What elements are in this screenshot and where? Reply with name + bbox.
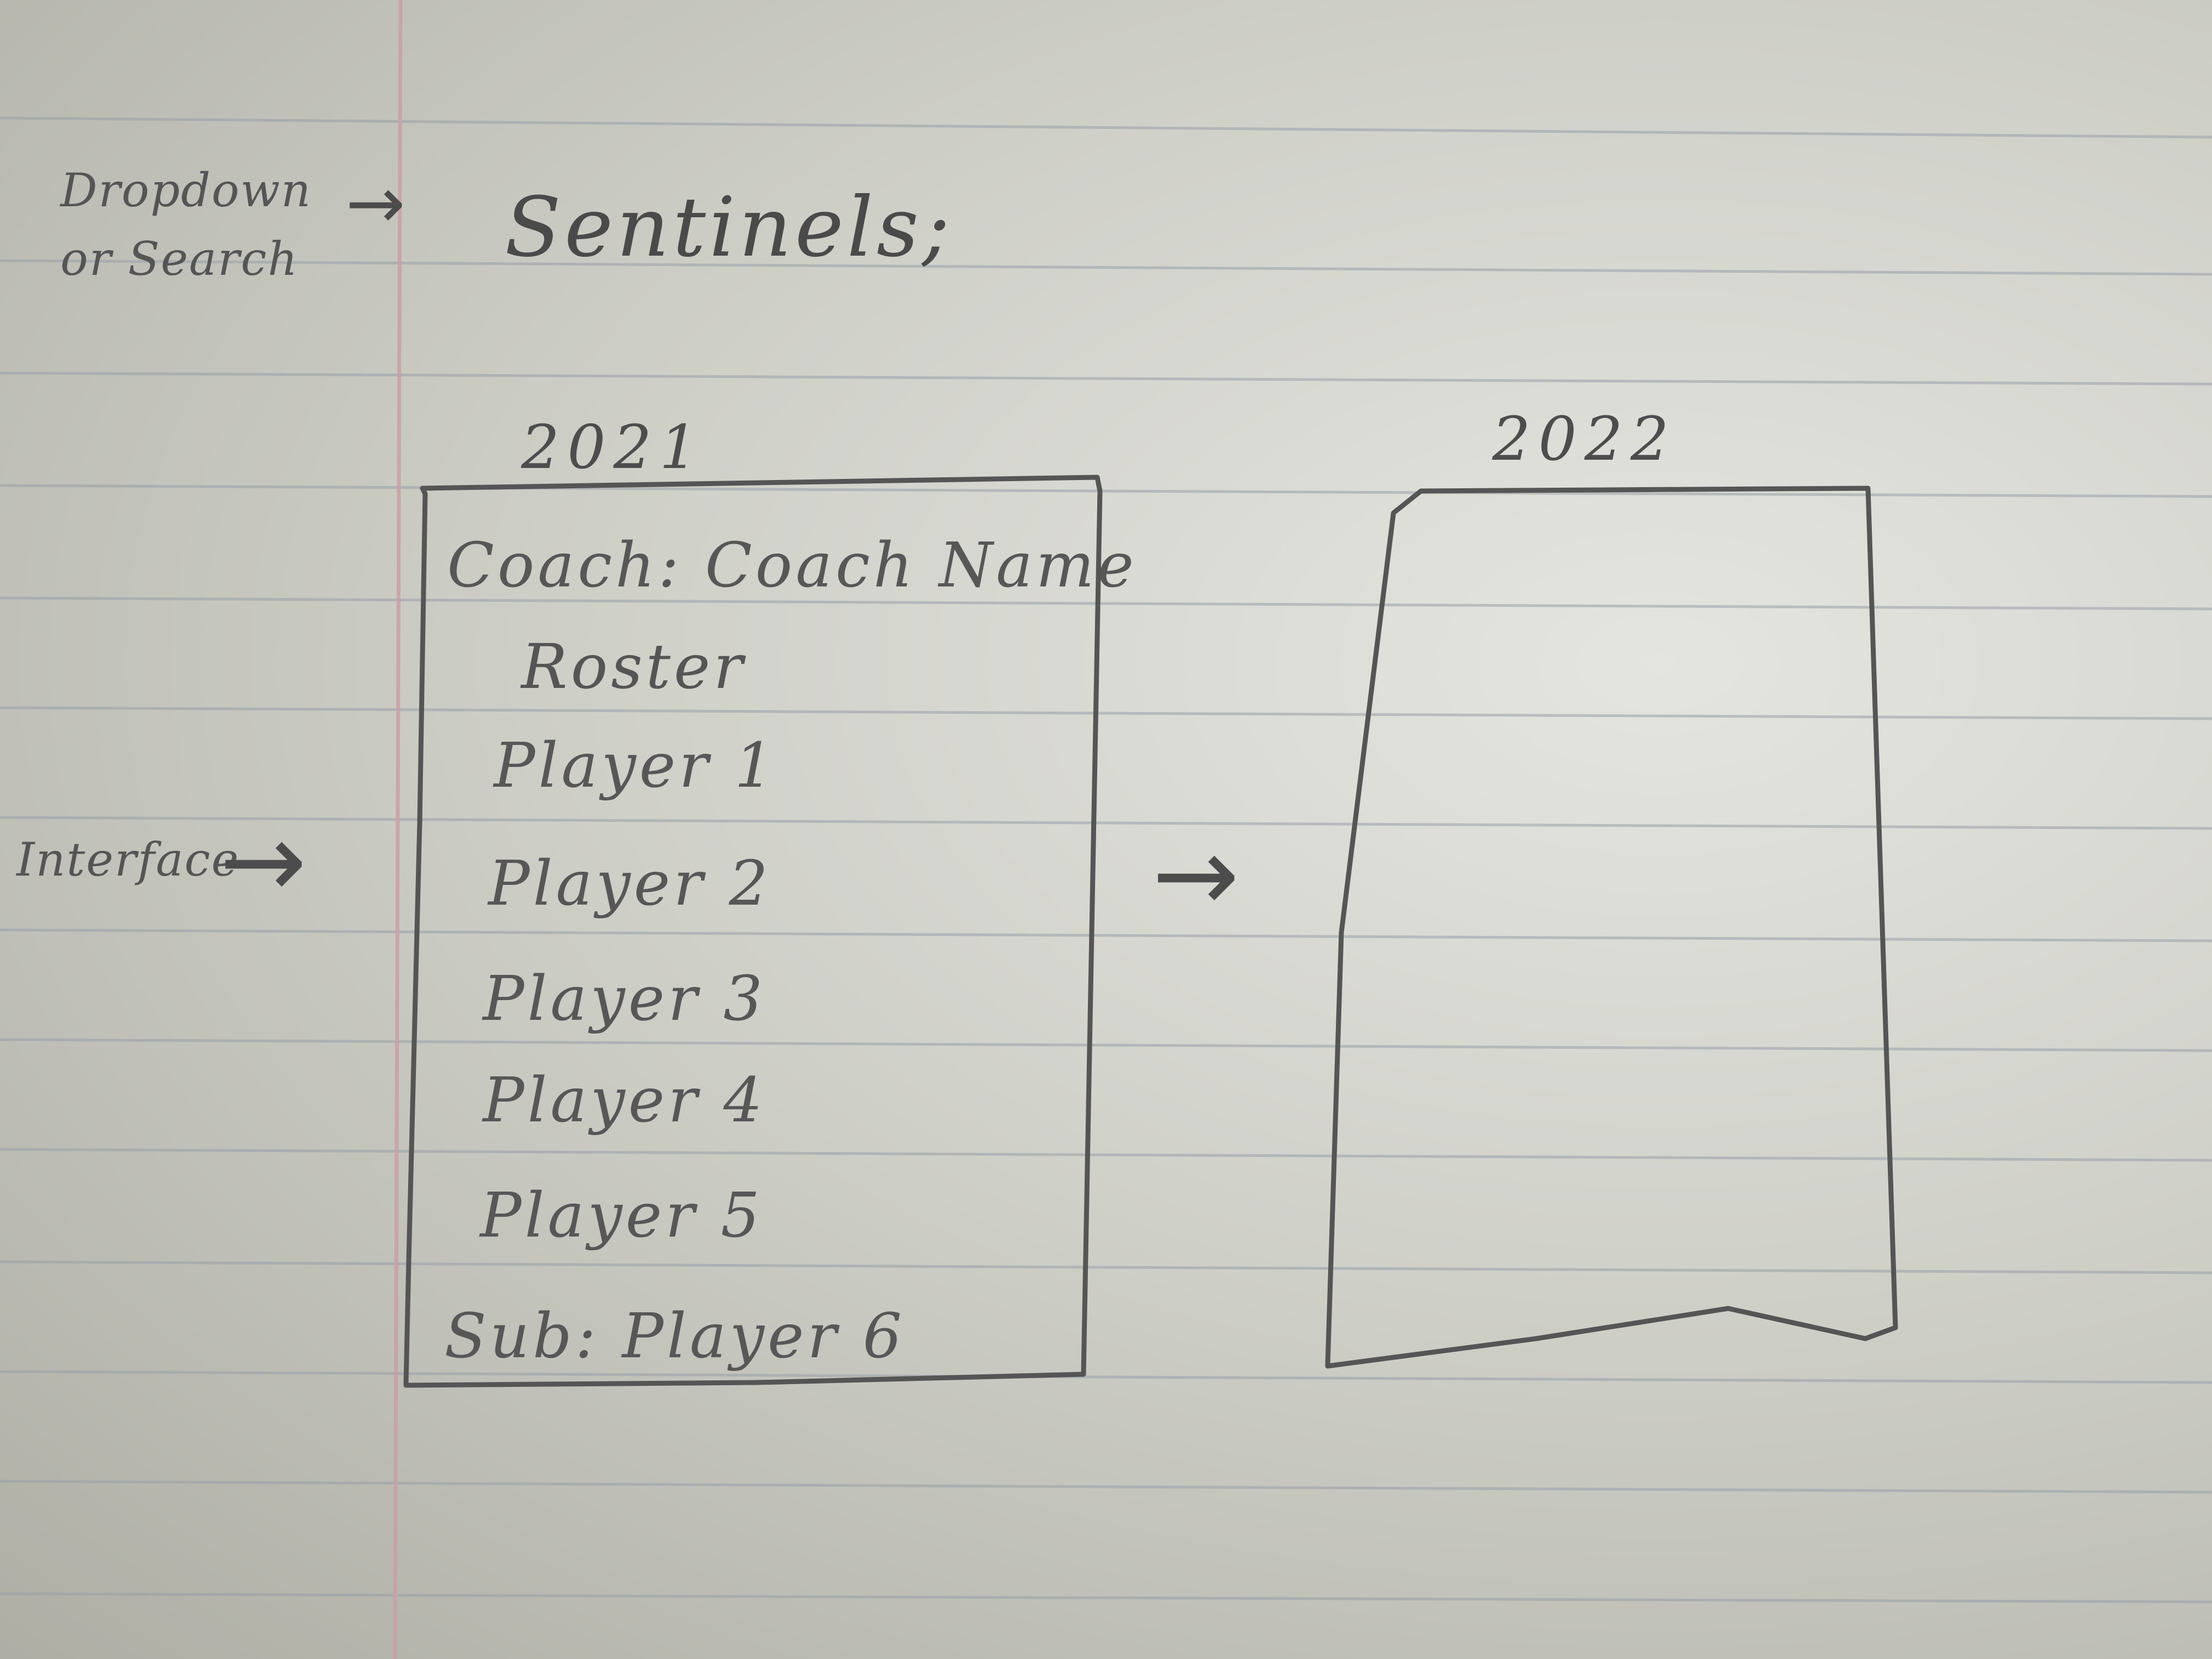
player-row-1: Player 1 (494, 730, 777, 802)
arrow-dropdown-to-team: → (346, 161, 405, 245)
roster-heading: Roster (521, 631, 747, 703)
panel-2021-year: 2021 (521, 412, 706, 482)
arrow-interface-to-panel: → (219, 800, 307, 922)
player-row-4: Player 4 (483, 1065, 766, 1136)
panel-2022-year: 2022 (1492, 404, 1677, 474)
margin-line (393, 0, 403, 1659)
arrow-panel-to-panel: → (1152, 814, 1240, 935)
sub-row: Sub: Player 6 (444, 1301, 905, 1372)
panel-2021-box (403, 475, 1103, 1388)
dropdown-note-line2: or Search (60, 232, 299, 286)
team-title: Sentinels; (505, 180, 953, 275)
coach-label: Coach: Coach Name (447, 530, 1137, 601)
player-row-2: Player 2 (488, 848, 771, 919)
panel-2022-box (1325, 486, 1898, 1369)
player-row-3: Player 3 (483, 963, 766, 1035)
interface-note: Interface (16, 833, 240, 887)
player-row-5: Player 5 (480, 1180, 763, 1251)
dropdown-note-line1: Dropdown (60, 163, 312, 217)
